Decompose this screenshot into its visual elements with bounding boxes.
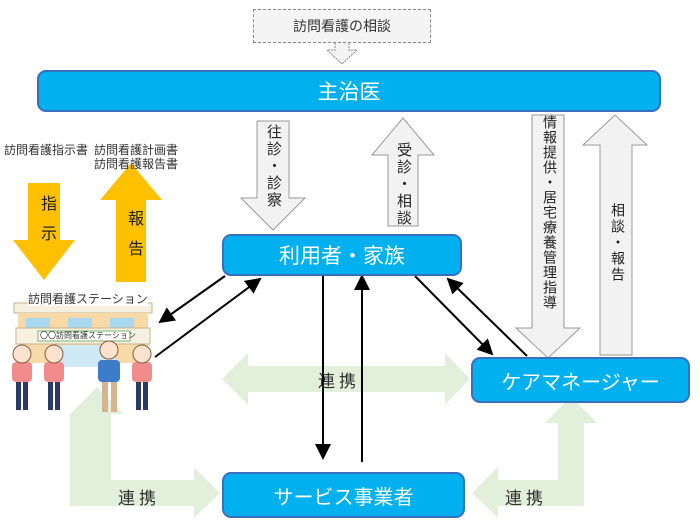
info-provision-arrow (514, 114, 582, 359)
station-title: 訪問看護ステーション (28, 292, 148, 306)
collab-arrow-caremanager-provider (472, 396, 597, 518)
instruction-doc-label: 訪問看護指示書 (4, 143, 89, 157)
visit-nursing-consult-note: 訪問看護の相談 (253, 9, 431, 43)
consult-visit-arrow (370, 117, 436, 227)
collab-arrow-station-provider (70, 387, 220, 518)
report-arrow (100, 163, 162, 282)
report-doc-label: 訪問看護報告書 (94, 157, 179, 171)
doctor-node: 主治医 (37, 70, 661, 112)
consult-down-arrow (325, 43, 359, 65)
station-sign: 〇〇訪問看護ステーション (40, 331, 136, 340)
home-visit-arrow (239, 120, 307, 231)
patient-to-station-arrow (158, 275, 226, 324)
station-illustration (12, 302, 153, 412)
report-arrow-label: 報告 (125, 210, 144, 270)
collab-label-center: 連携 (318, 372, 360, 392)
station-to-patient-arrow (154, 277, 262, 358)
care-manager-node: ケアマネージャー (471, 357, 690, 403)
patient-to-caremanager-arrow (414, 275, 494, 356)
consult-visit-label: 受診・相談 (395, 142, 413, 227)
instruction-arrow (13, 183, 75, 280)
home-visit-label: 往診・診察 (265, 124, 283, 209)
plan-doc-label: 訪問看護計画書 (94, 143, 179, 157)
info-provision-label: 情報提供・居宅療養管理指導 (541, 115, 557, 310)
caremanager-to-patient-arrow (446, 277, 528, 357)
consult-report-label: 相談・報告 (609, 203, 625, 283)
collab-label-right: 連携 (505, 489, 547, 509)
service-provider-node: サービス事業者 (222, 472, 465, 518)
patient-family-node: 利用者・家族 (222, 234, 462, 276)
collab-arrow-station-caremanager (222, 353, 470, 405)
instruction-arrow-label: 指示 (38, 195, 57, 255)
consult-report-arrow (581, 114, 649, 356)
collab-label-left: 連携 (118, 489, 160, 509)
